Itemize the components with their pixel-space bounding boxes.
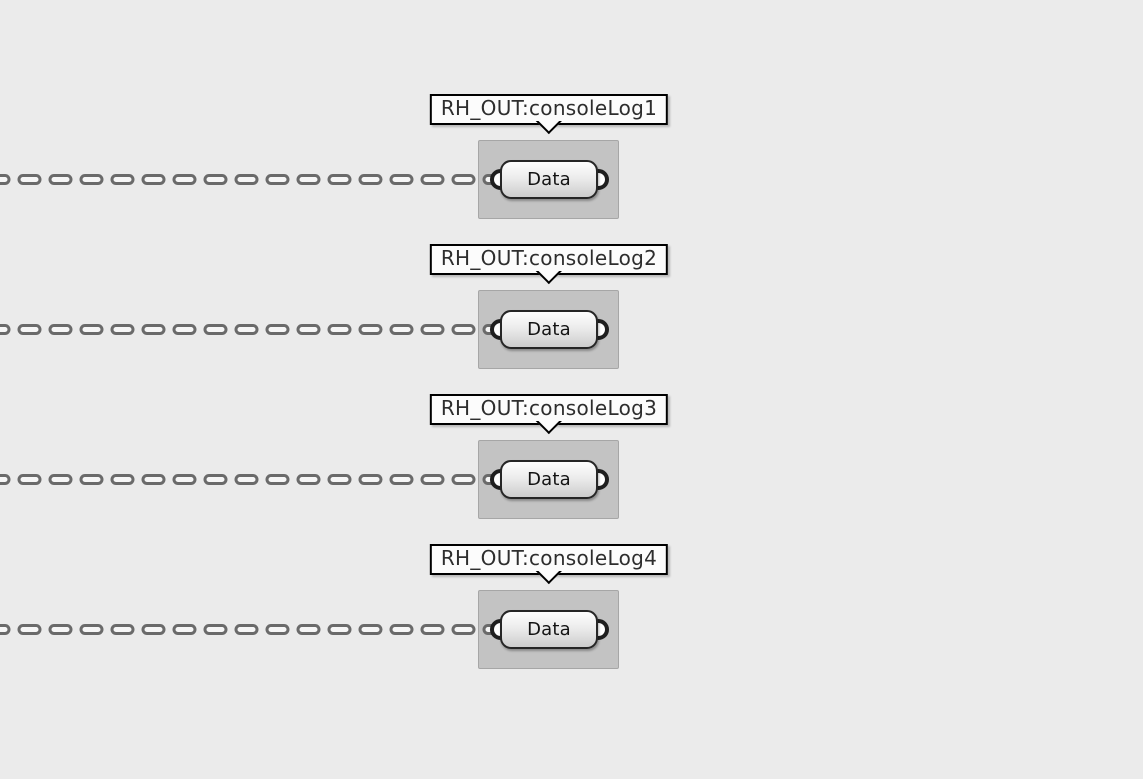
node-label-balloon: RH_OUT:consoleLog2	[429, 244, 669, 285]
capsule-label: Data	[527, 319, 571, 340]
data-capsule[interactable]: Data	[500, 460, 598, 499]
capsule-label: Data	[527, 619, 571, 640]
node-consoleLog3: Data RH_OUT:consoleLog3	[0, 300, 1143, 519]
node-label-balloon: RH_OUT:consoleLog3	[429, 394, 669, 435]
balloon-tail	[529, 121, 569, 137]
node-label: RH_OUT:consoleLog4	[440, 546, 658, 570]
node-consoleLog2: Data RH_OUT:consoleLog2	[0, 150, 1143, 369]
node-label: RH_OUT:consoleLog3	[440, 396, 658, 420]
balloon-tail	[529, 421, 569, 437]
wire-consoleLog4[interactable]	[0, 617, 520, 642]
node-label: RH_OUT:consoleLog2	[440, 246, 658, 270]
node-consoleLog1: Data RH_OUT:consoleLog1	[0, 0, 1143, 219]
data-capsule[interactable]: Data	[500, 310, 598, 349]
node-label-balloon: RH_OUT:consoleLog4	[429, 544, 669, 585]
wire-consoleLog1[interactable]	[0, 167, 520, 192]
wire-consoleLog3[interactable]	[0, 467, 520, 492]
data-capsule[interactable]: Data	[500, 610, 598, 649]
node-label: RH_OUT:consoleLog1	[440, 96, 658, 120]
balloon-tail	[529, 271, 569, 287]
wire-consoleLog2[interactable]	[0, 317, 520, 342]
data-capsule[interactable]: Data	[500, 160, 598, 199]
capsule-label: Data	[527, 169, 571, 190]
balloon-tail	[529, 571, 569, 587]
node-consoleLog4: Data RH_OUT:consoleLog4	[0, 450, 1143, 669]
capsule-label: Data	[527, 469, 571, 490]
node-label-balloon: RH_OUT:consoleLog1	[429, 94, 669, 135]
